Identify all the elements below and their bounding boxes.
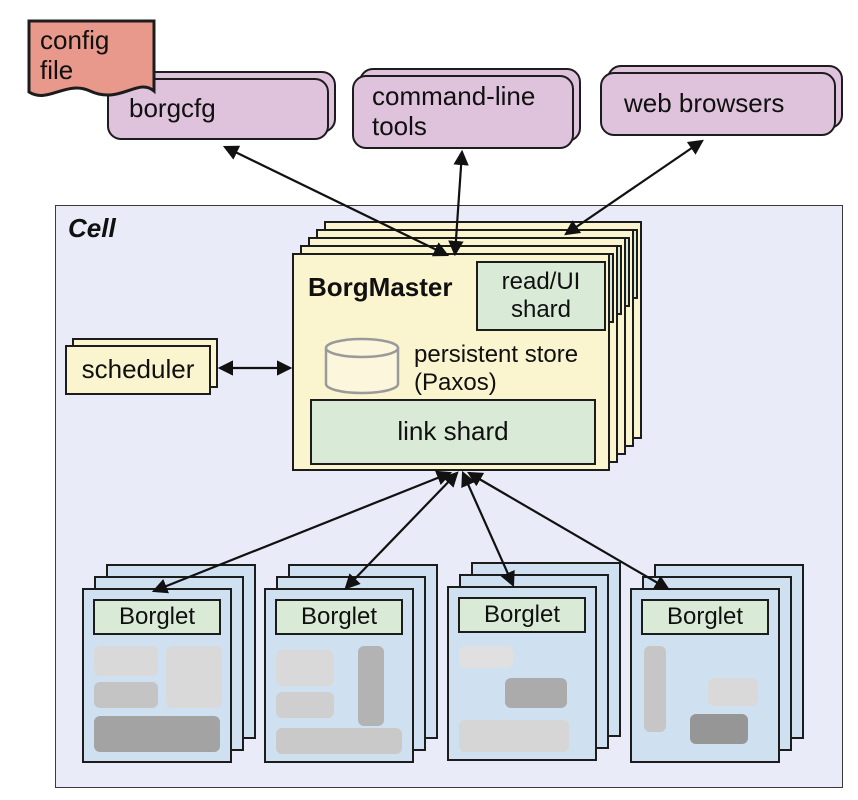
config-file-label: config file [40,25,110,85]
node-borglet-3: Borglet [447,586,597,761]
task-rect [276,650,334,686]
borglet-label: Borglet [666,603,744,631]
persistent-store-label: persistent store (Paxos) [414,341,579,396]
node-borglet-1: Borglet [82,588,232,763]
borglet-label: Borglet [483,601,561,629]
node-web-browsers: web browsers [600,72,836,136]
task-rect [276,728,402,754]
borgmaster-title: BorgMaster [308,272,453,302]
borgcfg-label: borgcfg [129,93,216,124]
task-rect [94,646,158,676]
task-rect [358,646,384,726]
borglet-3-header: Borglet [458,597,586,633]
task-rect [94,682,158,708]
command-line-tools-label: command-line tools [372,81,536,141]
node-scheduler: scheduler [65,345,211,395]
node-borglet-2: Borglet [264,588,414,763]
cell-label: Cell [68,213,116,243]
task-rect [166,646,222,708]
task-rect [276,692,334,718]
node-command-line-tools: command-line tools [352,75,574,149]
task-rect [94,716,220,752]
link-shard-label: link shard [397,416,509,447]
task-rect [505,678,567,708]
persistent-store-cylinder-icon [324,337,400,395]
node-borglet-4: Borglet [630,588,780,763]
task-rect [708,678,758,706]
task-rect [459,646,513,668]
read-ui-shard-label: read/UI shard [501,268,581,323]
borglet-2-header: Borglet [275,599,403,635]
task-rect [644,646,666,732]
node-borgmaster: BorgMaster read/UI shard persistent stor… [292,253,610,471]
task-rect [690,714,748,744]
borglet-1-header: Borglet [93,599,221,635]
borglet-4-header: Borglet [641,599,769,635]
borglet-label: Borglet [118,603,196,631]
link-shard: link shard [310,399,596,465]
web-browsers-label: web browsers [624,88,785,119]
node-borgcfg: borgcfg [107,78,329,140]
config-file-doc-icon [27,19,156,97]
read-ui-shard: read/UI shard [476,261,606,331]
task-rect [459,720,569,752]
borglet-label: Borglet [300,603,378,631]
scheduler-label: scheduler [81,354,195,385]
